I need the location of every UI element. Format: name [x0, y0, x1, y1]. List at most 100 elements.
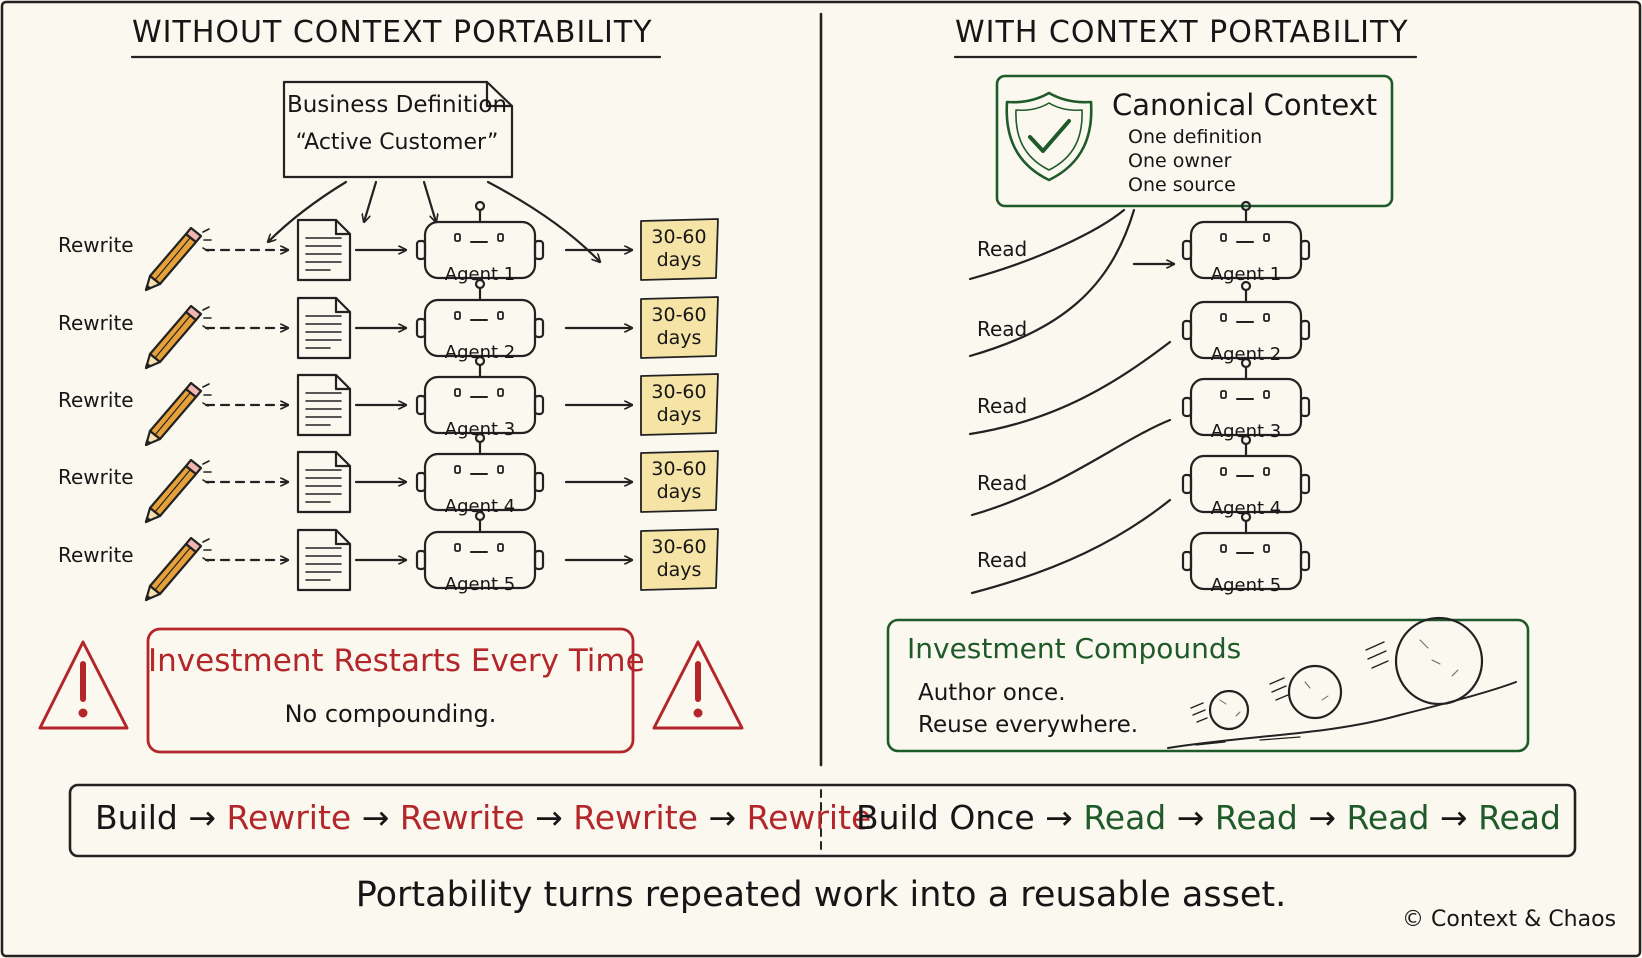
document-icon: [296, 450, 352, 514]
definition-note-fold: [485, 80, 514, 108]
duration-label: days: [656, 559, 702, 581]
flow-step-read: Read: [1083, 798, 1167, 837]
duration-note: [640, 450, 719, 513]
rewrite-label: Rewrite: [58, 311, 134, 335]
robot-icon: [1181, 200, 1311, 280]
duration-note: [640, 296, 719, 359]
duration-label: 30-60: [651, 304, 707, 326]
duration-note: [640, 373, 719, 436]
duration-note: [640, 528, 719, 591]
snowball-icon: [1287, 664, 1343, 720]
warning-icon: [38, 640, 129, 730]
duration-label: days: [656, 481, 702, 503]
right-heading: WITH CONTEXT PORTABILITY: [955, 15, 1409, 50]
restart-callout-title: Investment Restarts Every Time: [148, 643, 645, 679]
flow-start: Build: [95, 798, 178, 837]
credit: © Context & Chaos: [1402, 907, 1617, 932]
robot-icon: [415, 355, 545, 435]
definition-subtitle: “Active Customer”: [295, 130, 499, 155]
agent-label: Agent 2: [1210, 344, 1282, 365]
duration-note: [640, 218, 719, 281]
flow-start: Build Once: [856, 798, 1035, 837]
restart-callout-body: No compounding.: [284, 700, 497, 728]
agent-label: Agent 1: [444, 264, 516, 285]
agent-label: Agent 3: [444, 419, 516, 440]
pencil-icon: [144, 381, 212, 447]
read-label: Read: [977, 237, 1028, 261]
read-label: Read: [977, 548, 1028, 572]
flow-step-rewrite: Rewrite: [573, 798, 698, 837]
definition-arrow: [422, 180, 436, 222]
agent-label: Agent 3: [1210, 421, 1282, 442]
compounds-callout-title: Investment Compounds: [907, 632, 1242, 665]
rewrite-label: Rewrite: [58, 388, 134, 412]
agent-label: Agent 1: [1210, 264, 1282, 285]
agent-label: Agent 5: [444, 574, 516, 595]
canonical-item: One source: [1128, 174, 1236, 196]
robot-icon: [415, 510, 545, 590]
snowball-icon: [1394, 616, 1484, 706]
flow-arrow: →: [708, 798, 737, 837]
hill-slope: [1167, 681, 1517, 749]
pencil-icon: [144, 536, 212, 602]
flow-step-rewrite: Rewrite: [226, 798, 352, 837]
shield-check-icon: [1005, 91, 1093, 182]
duration-label: days: [656, 327, 702, 349]
rewrite-label: Rewrite: [58, 465, 134, 489]
read-label: Read: [977, 471, 1028, 495]
flow-arrow: →: [535, 798, 563, 837]
read-label: Read: [977, 394, 1028, 418]
flow-arrow: →: [361, 798, 390, 837]
rewrite-label: Rewrite: [58, 233, 134, 257]
definition-arrow: [268, 180, 348, 242]
flow-arrow: →: [1439, 798, 1468, 837]
read-curve: [968, 340, 1172, 436]
duration-label: 30-60: [651, 226, 707, 248]
flow-arrow: →: [188, 798, 216, 837]
canonical-item: One definition: [1128, 126, 1263, 148]
read-curve: [968, 208, 1136, 358]
left-flow: Build → Rewrite → Rewrite → Rewrite → Re…: [95, 798, 871, 837]
duration-label: days: [656, 404, 702, 426]
right-flow: Build Once → Read → Read → Read → Read: [856, 798, 1561, 837]
compounds-callout-line: Reuse everywhere.: [918, 712, 1139, 738]
canonical-title: Canonical Context: [1112, 88, 1378, 122]
document-icon: [296, 373, 352, 437]
restart-callout-box: [146, 627, 635, 754]
flow-arrow: →: [1308, 798, 1336, 837]
canonical-item: One owner: [1128, 150, 1232, 172]
pencil-icon: [144, 226, 212, 292]
left-heading: WITHOUT CONTEXT PORTABILITY: [132, 15, 653, 50]
read-curve: [1132, 211, 1150, 262]
definition-arrow: [364, 180, 378, 222]
agent-label: Agent 5: [1210, 575, 1282, 596]
document-icon: [296, 218, 352, 282]
definition-title: Business Definition: [286, 92, 508, 118]
duration-label: 30-60: [651, 458, 707, 480]
pencil-icon: [144, 458, 212, 524]
definition-arrow: [486, 180, 600, 262]
agent-label: Agent 2: [444, 342, 516, 363]
agent-label: Agent 4: [444, 496, 516, 517]
snowball-icon: [1208, 689, 1250, 731]
robot-icon: [1181, 511, 1311, 591]
robot-icon: [415, 200, 545, 280]
document-icon: [296, 296, 352, 360]
duration-label: 30-60: [651, 536, 707, 558]
warning-icon: [652, 640, 744, 730]
duration-label: days: [656, 249, 702, 271]
flow-step-read: Read: [1346, 798, 1430, 837]
definition-note: [282, 80, 514, 179]
flow-box: [68, 783, 1577, 858]
compounds-callout-box: [886, 618, 1530, 753]
tagline: Portability turns repeated work into a r…: [355, 875, 1287, 915]
check-mark: [1028, 119, 1071, 153]
flow-arrow: →: [1045, 798, 1073, 837]
read-curve: [970, 498, 1172, 595]
flow-step-rewrite: Rewrite: [399, 798, 525, 837]
flow-step-read: Read: [1214, 798, 1298, 837]
flow-step-rewrite: Rewrite: [746, 798, 872, 837]
duration-label: 30-60: [651, 381, 707, 403]
